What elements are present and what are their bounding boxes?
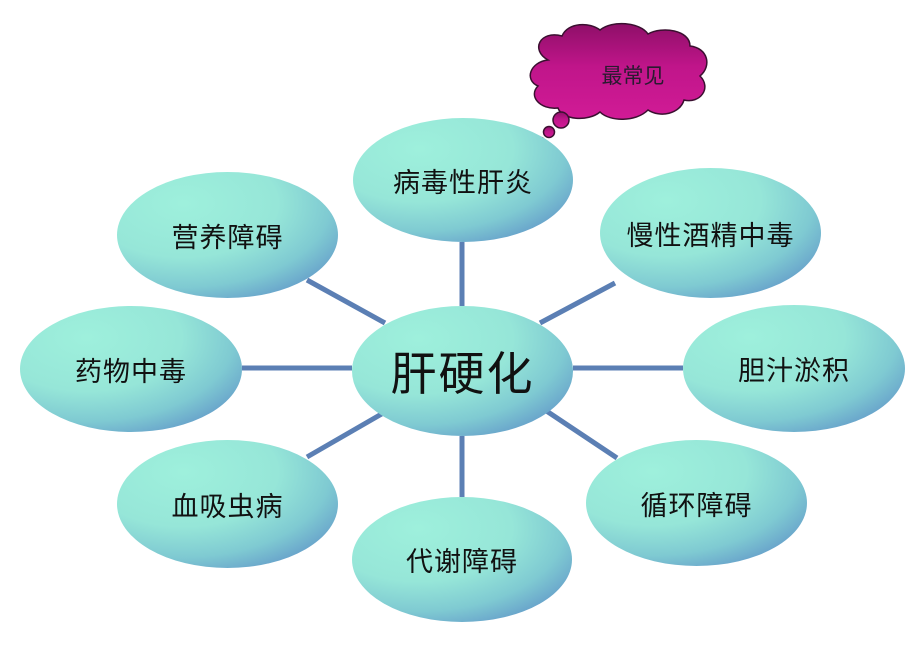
node-metabolic-disorder: 代谢障碍: [352, 497, 572, 622]
node-label: 胆汁淤积: [738, 356, 850, 387]
connector-nutrition-disorder: [305, 277, 387, 326]
node-circulatory-disorder: 循环障碍: [586, 440, 807, 566]
node-label: 药物中毒: [75, 356, 187, 388]
node-drug-poisoning: 药物中毒: [20, 306, 242, 432]
node-viral-hepatitis: 病毒性肝炎: [353, 118, 573, 242]
callout-label: 最常见: [601, 64, 665, 88]
node-cholestasis: 胆汁淤积: [683, 305, 905, 432]
connector-circulatory-disorder: [543, 407, 619, 461]
thought-bubble-icon: [529, 22, 708, 146]
node-schistosomiasis: 血吸虫病: [117, 440, 338, 568]
node-label: 营养障碍: [171, 222, 284, 254]
node-chronic-alcoholism: 慢性酒精中毒: [600, 168, 821, 298]
node-label: 循环障碍: [640, 490, 753, 522]
center-label: 肝硬化: [390, 347, 535, 401]
node-label: 代谢障碍: [406, 547, 518, 578]
node-label: 病毒性肝炎: [393, 167, 533, 199]
node-label: 血吸虫病: [171, 491, 284, 523]
connector-schistosomiasis: [305, 409, 387, 460]
node-center-cirrhosis: 肝硬化: [352, 306, 573, 436]
node-label: 慢性酒精中毒: [626, 220, 795, 252]
node-nutrition-disorder: 营养障碍: [117, 172, 338, 298]
connector-chronic-alcoholism: [538, 280, 617, 326]
